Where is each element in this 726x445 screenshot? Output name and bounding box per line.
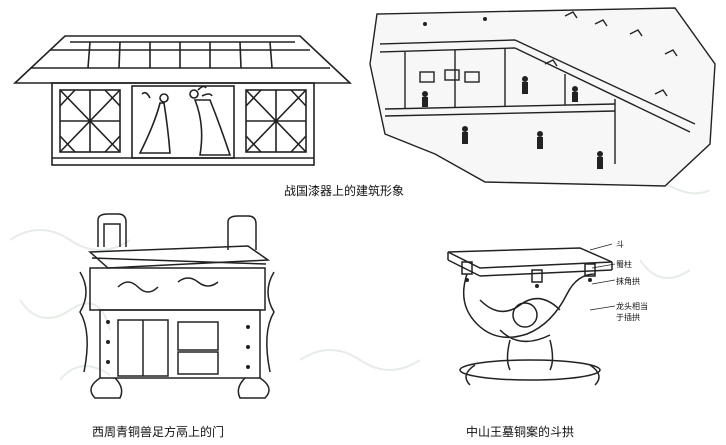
label-longtou-line2: 于插拱: [616, 313, 640, 322]
bronze-table-bracket-illustration: [440, 240, 615, 390]
label-shuzhu: 蜀柱: [616, 260, 632, 269]
label-dou: 斗: [616, 240, 624, 249]
label-longtou-line1: 龙头相当: [616, 302, 648, 311]
lacquer-fragment-illustration: [365, 4, 725, 189]
caption-lacquer-architecture: 战国漆器上的建筑形象: [284, 184, 405, 198]
bronze-vessel-illustration: [78, 212, 278, 402]
caption-bronze-table-bracket: 中山王墓铜案的斗拱: [466, 425, 575, 439]
lacquer-house-illustration: [10, 28, 355, 178]
caption-bronze-vessel-door: 西周青铜兽足方鬲上的门: [92, 425, 225, 439]
label-mojiaogong: 抹角拱: [616, 277, 640, 286]
